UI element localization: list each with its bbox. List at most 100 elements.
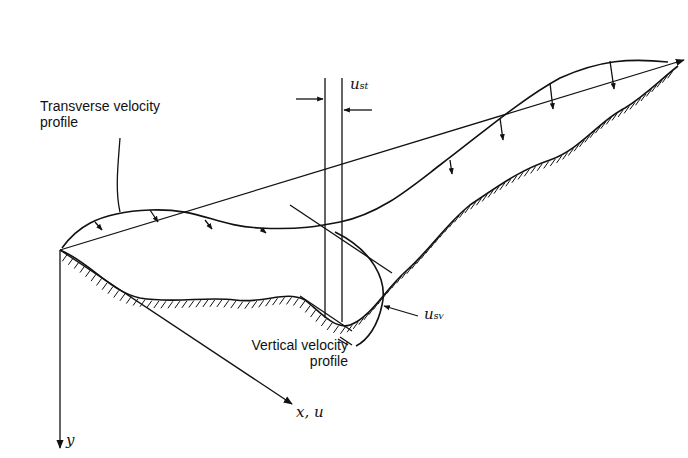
hatch-stroke: [579, 140, 584, 147]
hatch-stroke: [641, 94, 646, 101]
velocity-arrow: [260, 228, 266, 233]
hatch-stroke: [224, 300, 229, 307]
hatch-stroke: [252, 301, 257, 308]
hatch-stroke: [114, 290, 119, 297]
hatch-stroke: [102, 283, 107, 290]
hatch-stroke: [353, 322, 358, 329]
hatch-stroke: [601, 122, 606, 129]
reference-line: [341, 78, 342, 322]
velocity-arrow: [610, 61, 614, 89]
hatch-stroke: [618, 110, 623, 117]
hatch-stroke: [606, 117, 611, 124]
section-line: [290, 205, 392, 273]
hatch-stroke: [585, 135, 590, 142]
hatch-stroke: [182, 301, 187, 308]
hatch-stroke: [440, 230, 445, 237]
hatch-stroke: [624, 106, 629, 113]
velocity-symbol: uₛᵥ: [424, 306, 464, 322]
section-line: [300, 296, 352, 331]
hatch-stroke: [161, 301, 166, 308]
hatch-stroke: [378, 297, 383, 304]
hatch-stroke: [426, 246, 431, 253]
hatch-stroke: [662, 76, 667, 83]
hatch-stroke: [590, 131, 595, 138]
hatch-stroke: [140, 300, 145, 307]
hatch-stroke: [454, 215, 459, 222]
axis-label: y: [66, 432, 86, 448]
hatch-stroke: [646, 89, 651, 96]
hatch-stroke: [512, 176, 517, 183]
hatch-stroke: [518, 172, 523, 179]
hatch-stroke: [652, 85, 657, 92]
axis-label: x, u: [296, 404, 346, 420]
hatch-stroke: [175, 301, 180, 308]
hatch-stroke: [286, 297, 291, 304]
velocity-arrow: [500, 118, 503, 140]
hatch-stroke: [500, 183, 505, 190]
hatch-stroke: [524, 169, 529, 176]
hatch-stroke: [459, 211, 464, 218]
hatch-stroke: [563, 152, 568, 159]
hatch-stroke: [550, 159, 555, 166]
hatch-stroke: [238, 302, 243, 309]
hatch-stroke: [364, 313, 369, 320]
hatch-stroke: [382, 292, 387, 299]
hatch-stroke: [668, 71, 673, 78]
hatch-stroke: [407, 267, 412, 274]
hatch-stroke: [421, 252, 426, 259]
velocity-arrow: [150, 210, 158, 222]
dimension-arrow: [344, 109, 372, 110]
hatch-stroke: [210, 300, 215, 307]
dimension-arrow: [384, 306, 418, 316]
hatch-stroke: [568, 149, 573, 156]
hatch-stroke: [431, 241, 436, 248]
hatch-stroke: [80, 266, 85, 273]
hatch-stroke: [465, 206, 470, 213]
hatch-stroke: [612, 113, 617, 120]
hatch-stroke: [168, 301, 173, 308]
hatch-stroke: [154, 301, 159, 308]
hatch-stroke: [402, 271, 407, 278]
velocity-arrow: [450, 160, 452, 174]
hatch-stroke: [217, 300, 222, 307]
hatch-stroke: [259, 300, 264, 307]
hatch-stroke: [321, 319, 326, 326]
hatch-stroke: [392, 281, 397, 288]
hatch-stroke: [506, 179, 511, 186]
hatch-stroke: [97, 278, 102, 285]
hatch-stroke: [62, 254, 67, 261]
hatch-stroke: [471, 202, 476, 209]
velocity-arrow: [205, 220, 212, 229]
hatch-stroke: [369, 308, 374, 315]
hatch-stroke: [300, 301, 305, 308]
hatch-stroke: [657, 80, 662, 87]
velocity-arrow: [95, 222, 102, 230]
profile-label: Transverse velocity profile: [40, 98, 190, 130]
transverse-profile-curve: [62, 60, 668, 248]
hatch-stroke: [488, 191, 493, 198]
z-axis: [60, 60, 684, 250]
hatch-stroke: [574, 144, 579, 151]
hatch-stroke: [387, 286, 392, 293]
velocity-arrow: [550, 83, 553, 109]
hatch-stroke: [544, 161, 549, 168]
hatch-stroke: [68, 258, 73, 265]
hatch-stroke: [334, 326, 339, 333]
hatch-stroke: [120, 294, 125, 301]
hatch-stroke: [494, 187, 499, 194]
hatch-stroke: [412, 262, 417, 269]
hatch-stroke: [245, 302, 250, 309]
hatch-stroke: [273, 298, 278, 305]
hatch-stroke: [74, 262, 79, 269]
hatch-stroke: [417, 257, 422, 264]
hatch-stroke: [133, 299, 138, 306]
hatch-stroke: [203, 300, 208, 307]
hatch-stroke: [231, 301, 236, 308]
hatch-stroke: [293, 299, 298, 306]
hatch-stroke: [340, 327, 345, 334]
hatch-stroke: [108, 287, 113, 294]
vertical-profile-curve: [335, 232, 383, 346]
hatch-stroke: [444, 225, 449, 232]
hatch-stroke: [126, 297, 131, 304]
